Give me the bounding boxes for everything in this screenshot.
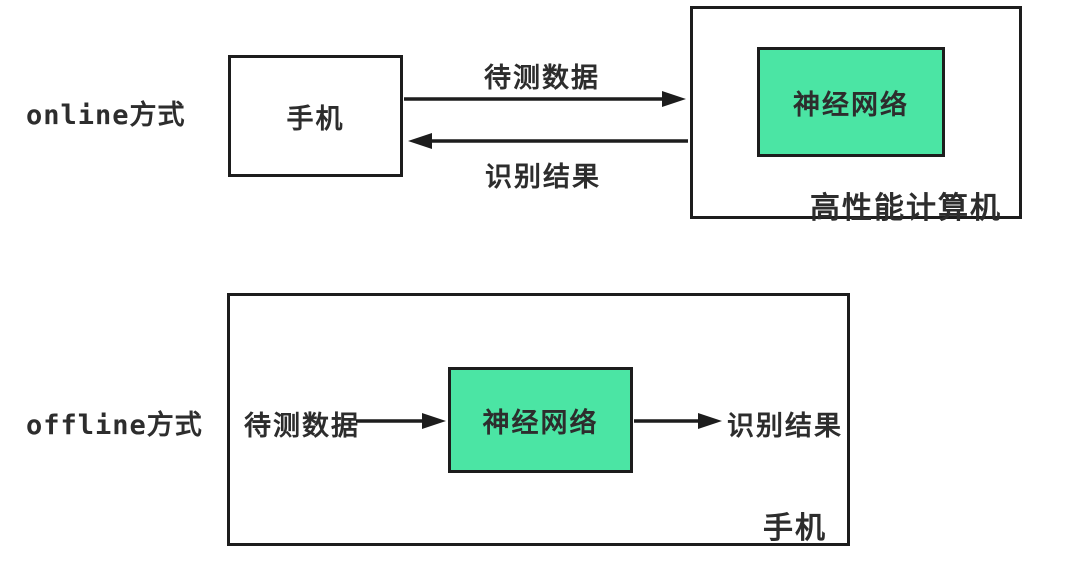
online-request-label: 待测数据	[484, 63, 600, 93]
online-phone-box: 手机	[228, 55, 403, 177]
online-neural-network-box: 神经网络	[757, 47, 945, 157]
offline-neural-network-label: 神经网络	[482, 407, 599, 438]
offline-neural-network-box: 神经网络	[448, 367, 633, 473]
online-response-label: 识别结果	[485, 162, 601, 192]
offline-phone-label: 手机	[763, 512, 827, 545]
online-neural-network-label: 神经网络	[793, 89, 909, 120]
online-response-arrow-left-icon	[408, 133, 688, 149]
offline-mode-label: offline方式	[26, 410, 203, 441]
offline-input-label: 待测数据	[244, 411, 360, 441]
offline-output-label: 识别结果	[727, 411, 843, 441]
online-mode-label: online方式	[26, 100, 186, 131]
online-computer-label: 高性能计算机	[810, 192, 1002, 225]
online-phone-label: 手机	[286, 103, 345, 134]
